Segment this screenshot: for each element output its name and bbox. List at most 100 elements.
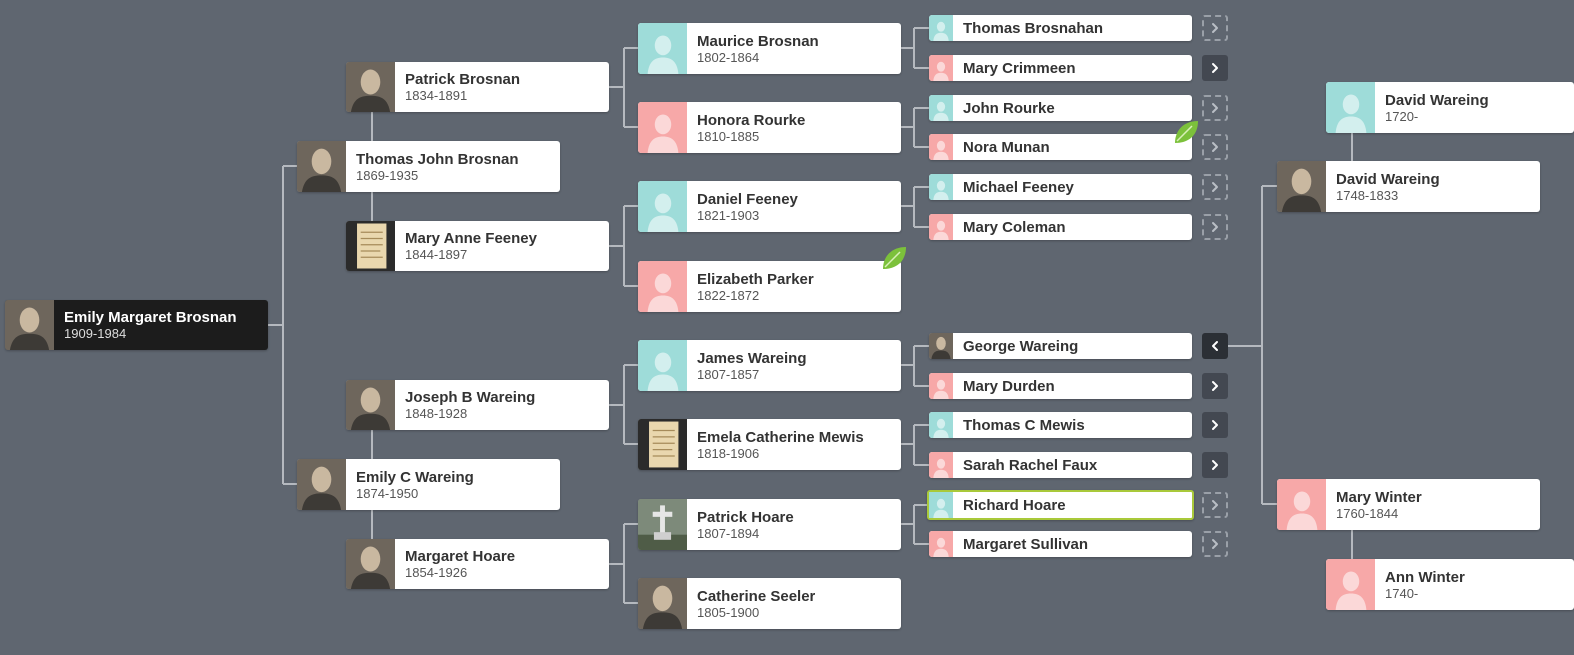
person-name: Joseph B Wareing <box>405 389 536 406</box>
portrait-photo-icon <box>929 333 953 359</box>
person-silhouette-icon <box>933 61 949 81</box>
person-dates: 1874-1950 <box>356 485 419 501</box>
expand-button-mary-crimmeen[interactable] <box>1202 55 1228 81</box>
chevron-right-icon <box>1212 500 1218 510</box>
portrait-photo-icon <box>297 459 346 510</box>
portrait-photo-icon <box>638 578 687 629</box>
leaf-hint-icon[interactable] <box>1172 118 1200 146</box>
person-silhouette-icon <box>933 21 949 41</box>
person-name: Ann Winter <box>1385 568 1465 586</box>
person-name: George Wareing <box>963 337 1079 355</box>
expand-button-thomas-brosnahan[interactable] <box>1202 15 1228 41</box>
person-name: Margaret Hoare <box>405 548 516 565</box>
portrait-photo-icon <box>5 300 54 350</box>
person-silhouette-icon <box>933 140 949 160</box>
expand-button-john-rourke[interactable] <box>1202 95 1228 121</box>
person-card-michael-feeney[interactable]: Michael Feeney <box>929 174 1192 200</box>
person-name: David Wareing <box>1385 91 1489 109</box>
person-card-thomas-c-mewis[interactable]: Thomas C Mewis <box>929 412 1192 438</box>
person-card-mary-crimmeen[interactable]: Mary Crimmeen <box>929 55 1192 81</box>
person-name: James Wareing <box>697 349 807 367</box>
portrait-photo-icon <box>346 380 395 430</box>
collapse-button-george-wareing[interactable] <box>1202 333 1228 359</box>
person-dates: 1807-1894 <box>697 525 760 541</box>
female-placeholder-avatar <box>1277 479 1326 530</box>
male-placeholder-avatar <box>638 340 687 391</box>
person-name: Michael Feeney <box>963 178 1074 196</box>
person-dates: 1834-1891 <box>405 88 468 103</box>
expand-button-nora-munan[interactable] <box>1202 134 1228 160</box>
person-card-nora-munan[interactable]: Nora Munan <box>929 134 1192 160</box>
person-name: Mary Crimmeen <box>963 59 1076 77</box>
person-card-george-wareing[interactable]: George Wareing <box>929 333 1192 359</box>
gravestone-image-icon <box>638 499 687 550</box>
expand-button-mary-durden[interactable] <box>1202 373 1228 399</box>
chevron-right-icon <box>1212 539 1218 549</box>
female-placeholder-avatar <box>638 261 687 312</box>
person-card-richard-hoare[interactable]: Richard Hoare <box>927 490 1194 520</box>
leaf-hint-icon[interactable] <box>880 244 908 272</box>
person-photo <box>638 578 687 629</box>
person-photo <box>346 539 395 589</box>
expand-button-richard-hoare[interactable] <box>1202 492 1228 518</box>
male-placeholder-avatar <box>929 492 953 518</box>
person-info: Thomas C Mewis <box>953 412 1085 438</box>
person-dates: 1869-1935 <box>356 167 419 183</box>
person-silhouette-icon <box>647 114 678 153</box>
person-card-mary-coleman[interactable]: Mary Coleman <box>929 214 1192 240</box>
person-name: Patrick Hoare <box>697 508 794 526</box>
person-photo <box>638 419 687 470</box>
person-card-thomas-brosnahan[interactable]: Thomas Brosnahan <box>929 15 1192 41</box>
person-card-sarah-rachel-faux[interactable]: Sarah Rachel Faux <box>929 452 1192 478</box>
person-name: Mary Anne Feeney <box>405 230 537 247</box>
person-card-mary-durden[interactable]: Mary Durden <box>929 373 1192 399</box>
expand-button-thomas-c-mewis[interactable] <box>1202 412 1228 438</box>
person-dates: 1821-1903 <box>697 207 760 223</box>
expand-button-michael-feeney[interactable] <box>1202 174 1228 200</box>
female-placeholder-avatar <box>929 55 953 81</box>
person-info: Mary Coleman <box>953 214 1066 240</box>
male-placeholder-avatar <box>929 412 953 438</box>
female-placeholder-avatar <box>1326 559 1375 610</box>
person-name: Sarah Rachel Faux <box>963 456 1098 474</box>
expand-button-mary-coleman[interactable] <box>1202 214 1228 240</box>
person-info: Richard Hoare <box>953 492 1066 518</box>
chevron-right-icon <box>1212 142 1218 152</box>
expand-button-margaret-sullivan[interactable] <box>1202 531 1228 557</box>
person-name: Richard Hoare <box>963 496 1066 514</box>
person-silhouette-icon <box>1335 571 1366 610</box>
person-dates: 1720- <box>1385 108 1419 124</box>
chevron-right-icon <box>1212 23 1218 33</box>
person-silhouette-icon <box>933 458 949 478</box>
person-photo <box>638 499 687 550</box>
female-placeholder-avatar <box>929 214 953 240</box>
person-photo <box>346 380 395 430</box>
expand-button-sarah-rachel-faux[interactable] <box>1202 452 1228 478</box>
person-name: Mary Coleman <box>963 218 1066 236</box>
person-photo <box>297 141 346 192</box>
person-card-john-rourke[interactable]: John Rourke <box>929 95 1192 121</box>
person-card-margaret-sullivan[interactable]: Margaret Sullivan <box>929 531 1192 557</box>
person-silhouette-icon <box>1286 491 1317 530</box>
person-dates: 1760-1844 <box>1336 505 1399 521</box>
